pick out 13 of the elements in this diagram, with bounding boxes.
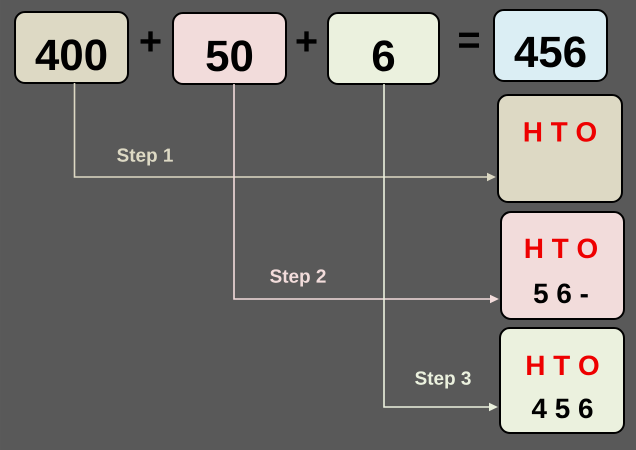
operator-sign: = bbox=[459, 32, 479, 48]
operator-sign: + bbox=[296, 31, 317, 52]
edge-label: Step 3 bbox=[414, 370, 472, 390]
number-box: 456 bbox=[493, 9, 608, 82]
edge-label: Step 2 bbox=[268, 268, 328, 288]
operator-sign: + bbox=[140, 31, 161, 52]
place-value-box: H T O 4 5 6 bbox=[499, 327, 625, 434]
number-box: 6 bbox=[327, 12, 440, 85]
place-value-box: H T O bbox=[497, 94, 623, 203]
number-box: 400 bbox=[14, 11, 129, 84]
place-value-box: H T O 5 6 - bbox=[500, 211, 625, 320]
edge-label: Step 1 bbox=[116, 147, 174, 167]
number-box: 50 bbox=[172, 12, 287, 85]
